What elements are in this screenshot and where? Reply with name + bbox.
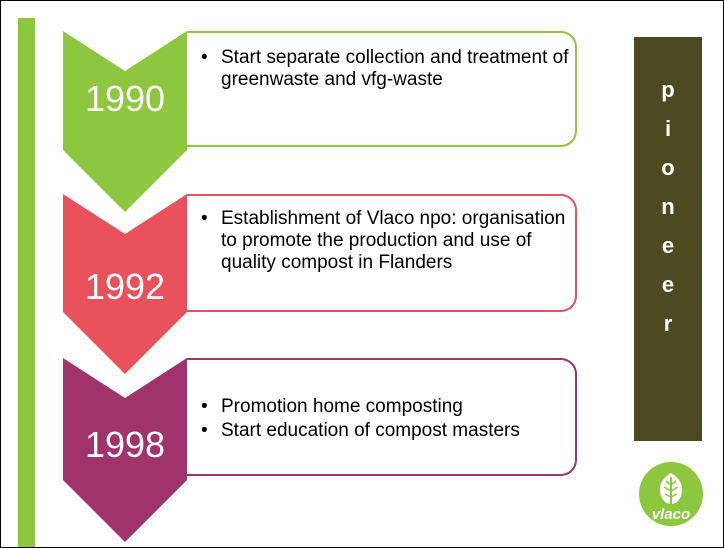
bullet-glyph: • (201, 47, 208, 68)
milestone-box-1998: • Promotion home composting • Start educat… (187, 358, 577, 476)
milestone-bullet: • Start education of compost masters (201, 420, 575, 442)
year-1998: 1998 (84, 424, 166, 465)
logo-text: vlaco (652, 506, 690, 523)
pioneer-letter: e (661, 233, 675, 258)
chevron-1990 (63, 31, 187, 212)
pioneer-letter: i (664, 116, 672, 141)
pioneer-letter: o (661, 155, 675, 180)
bullet-text: Start education of compost masters (221, 420, 520, 441)
chevron-1998 (63, 358, 187, 542)
milestone-bullet: • Start separate collection and treatment… (201, 47, 575, 91)
milestone-bullet: • Promotion home composting (201, 396, 575, 418)
pioneer-letter: e (661, 272, 675, 297)
year-1992: 1992 (84, 266, 166, 307)
bullet-text: Promotion home composting (221, 396, 463, 417)
left-accent-bar (18, 18, 35, 547)
pioneer-vertical-label: p i o n e e r (634, 37, 702, 441)
chevron-1992 (63, 194, 187, 374)
bullet-glyph: • (201, 420, 208, 441)
bullet-glyph: • (201, 208, 208, 229)
bullet-glyph: • (201, 396, 208, 417)
pioneer-letter: p (661, 77, 675, 102)
vlaco-logo: vlaco (639, 462, 703, 526)
milestone-box-1992: • Establishment of Vlaco npo: organisatio… (187, 194, 577, 312)
pioneer-letter: n (661, 194, 675, 219)
milestone-bullet: • Establishment of Vlaco npo: organisatio… (201, 208, 575, 274)
bullet-text: Establishment of Vlaco npo: organisation… (221, 208, 566, 273)
bullet-text: Start separate collection and treatment … (221, 47, 569, 90)
milestone-box-1990: • Start separate collection and treatment… (187, 31, 577, 147)
year-1990: 1990 (84, 78, 166, 119)
pioneer-letter: r (663, 311, 673, 336)
